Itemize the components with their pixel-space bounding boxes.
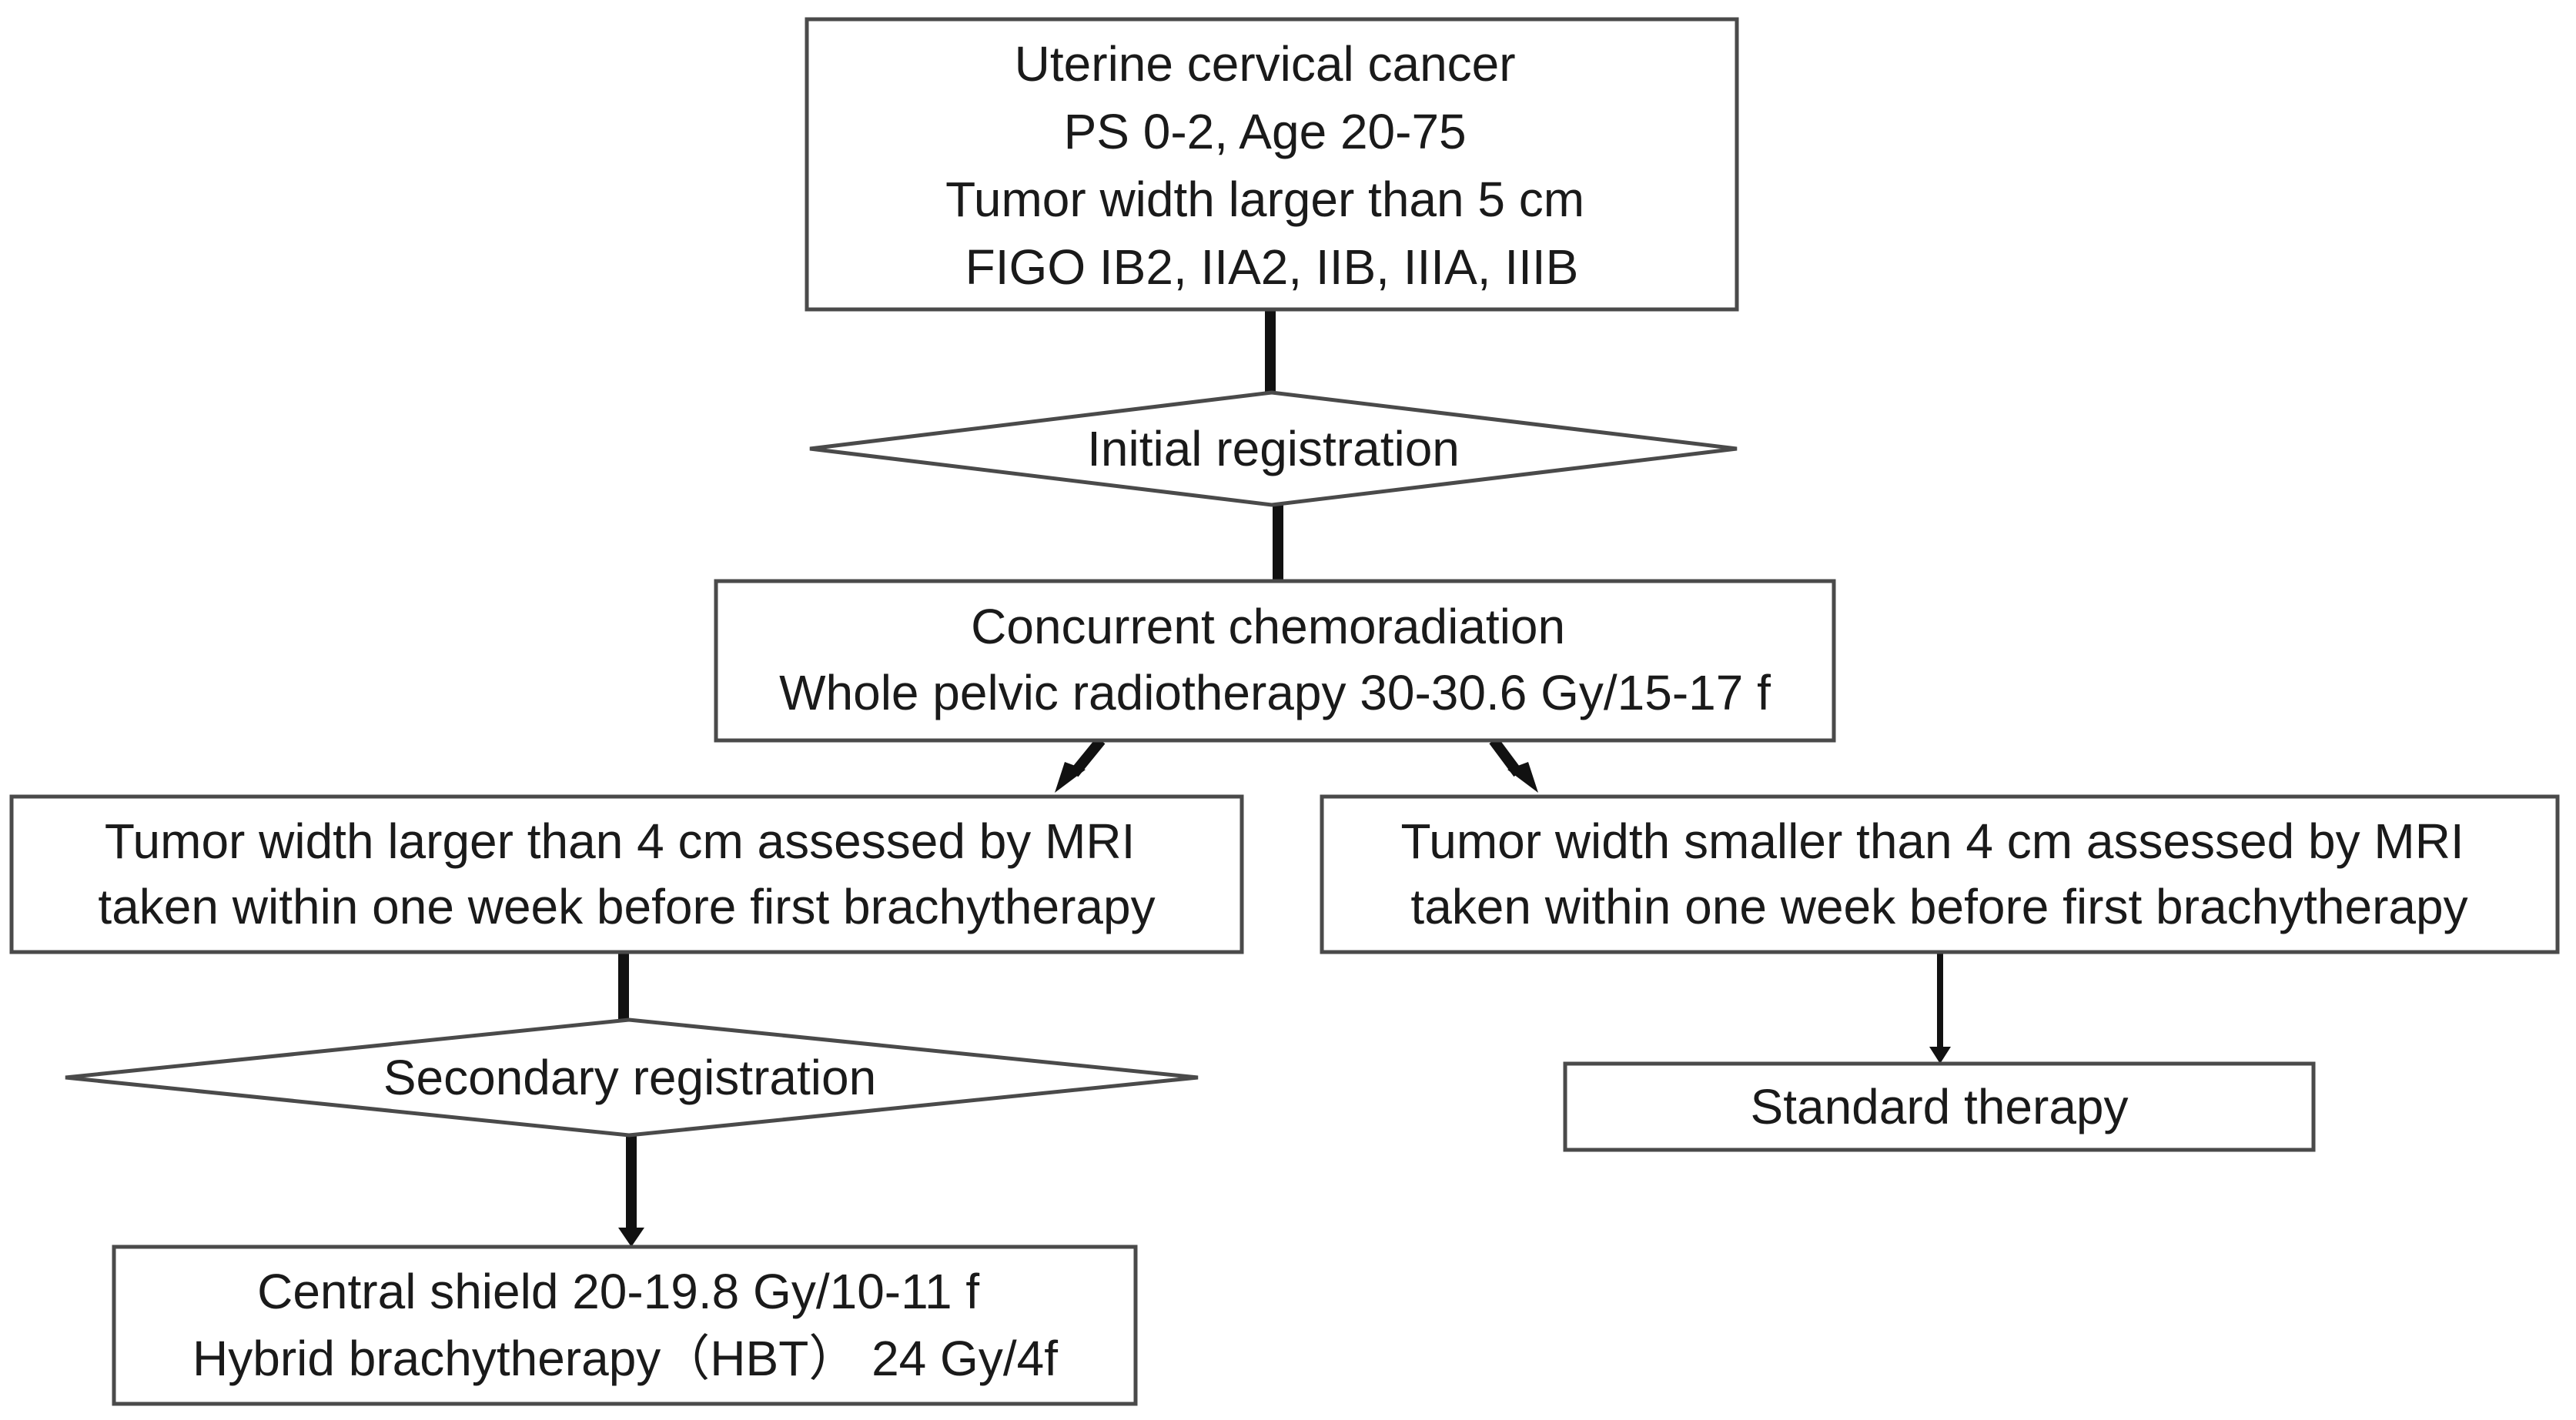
large-tumor-line-1: Tumor width larger than 4 cm assessed by… <box>105 814 1136 869</box>
ccrt-node: Concurrent chemoradiation Whole pelvic r… <box>714 579 1836 743</box>
arrowhead-small <box>1507 762 1538 793</box>
svg-text:Tumor width larger than 4 cm a: Tumor width larger than 4 cm assessed by… <box>98 814 1155 934</box>
hbt-node: Central shield 20-19.8 Gy/10-11 f Hybrid… <box>112 1245 1138 1406</box>
large-tumor-line-2: taken within one week before first brach… <box>98 879 1155 934</box>
eligibility-line-2: PS 0-2, Age 20-75 <box>1064 104 1467 159</box>
ccrt-line-2: Whole pelvic radiotherapy 30-30.6 Gy/15-… <box>779 665 1771 720</box>
svg-text:Concurrent chemoradiation: Concurrent chemoradiation Whole pelvic r… <box>779 599 1771 720</box>
hbt-line-2: Hybrid brachytherapy（HBT） 24 Gy/4f <box>192 1331 1058 1386</box>
arrowhead-standard <box>1929 1047 1951 1064</box>
initial-registration-node: Initial registration <box>809 390 1738 507</box>
svg-text:Central shield 20-19.8 Gy/10: Central shield 20-19.8 Gy/10-11 f Hybrid… <box>192 1264 1058 1386</box>
arrowhead-large <box>1055 762 1086 793</box>
eligibility-line-3: Tumor width larger than 5 cm <box>945 172 1584 227</box>
small-tumor-line-2: taken within one week before first brach… <box>1410 879 2467 934</box>
initial-registration-label: Initial registration <box>1087 421 1460 476</box>
standard-therapy-label: Standard therapy <box>1751 1079 2129 1134</box>
svg-text:Tumor width smaller than 4 cm: Tumor width smaller than 4 cm assessed b… <box>1401 814 2478 934</box>
small-tumor-line-1: Tumor width smaller than 4 cm assessed b… <box>1401 814 2464 869</box>
secondary-registration-node: Secondary registration <box>65 1017 1199 1138</box>
hbt-line-1: Central shield 20-19.8 Gy/10-11 f <box>257 1264 979 1319</box>
ccrt-line-1: Concurrent chemoradiation <box>971 599 1565 654</box>
svg-text:Uterine cervical cancer: Uterine cervical cancer PS 0-2, Age 20-7… <box>945 36 1598 295</box>
large-tumor-node: Tumor width larger than 4 cm assessed by… <box>9 794 1244 954</box>
eligibility-node: Uterine cervical cancer PS 0-2, Age 20-7… <box>805 17 1739 312</box>
small-tumor-node: Tumor width smaller than 4 cm assessed b… <box>1320 794 2560 954</box>
eligibility-line-4: FIGO IB2, IIA2, IIB, IIIA, IIIB <box>965 239 1579 295</box>
eligibility-line-1: Uterine cervical cancer <box>1015 36 1516 92</box>
secondary-registration-label: Secondary registration <box>383 1050 876 1105</box>
connectors <box>618 309 1951 1247</box>
standard-therapy-node: Standard therapy <box>1563 1061 2316 1152</box>
arrowhead-hbt <box>618 1228 644 1247</box>
